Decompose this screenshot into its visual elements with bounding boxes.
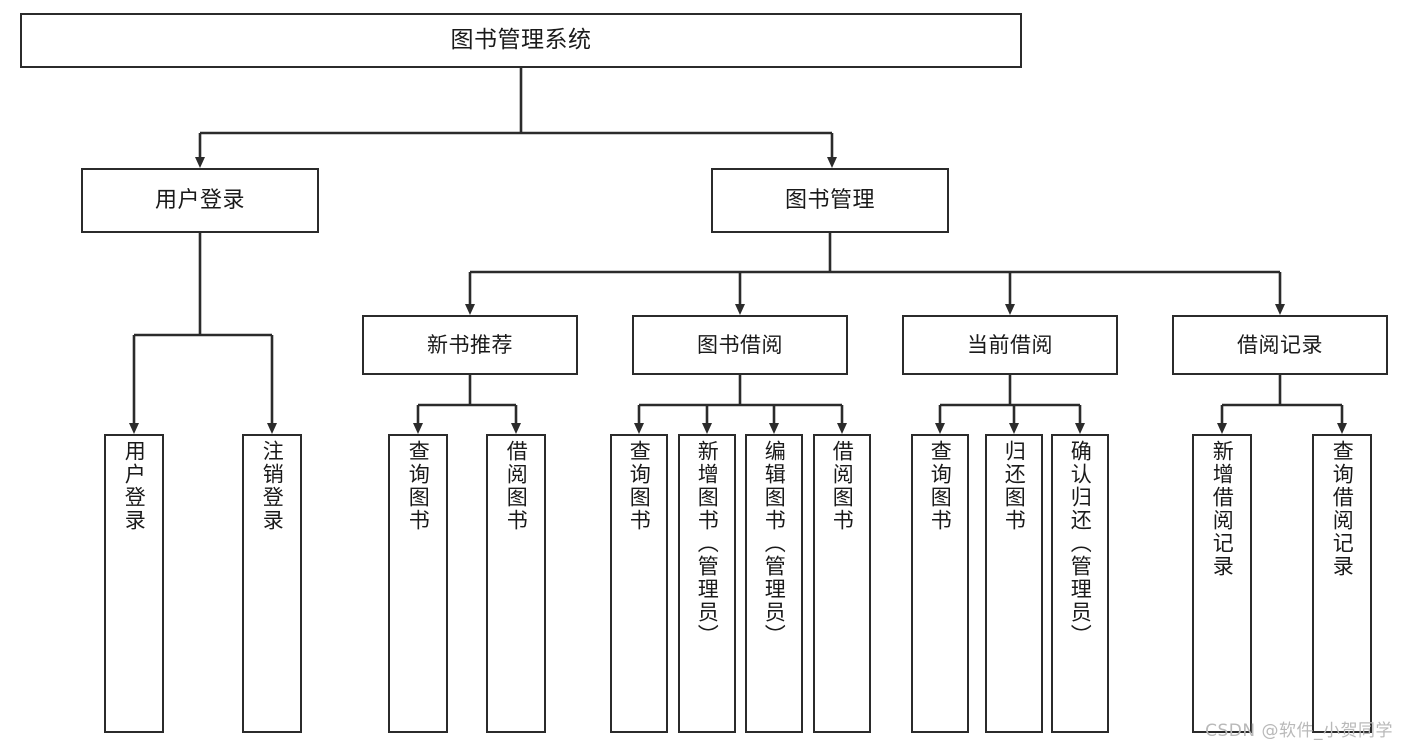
node-borrow-record[interactable]: 借阅记录: [1172, 315, 1388, 375]
leaf-node[interactable]: 借阅图书: [486, 434, 546, 733]
node-book-management[interactable]: 图书管理: [711, 168, 949, 233]
leaf-node-label: 借阅图书: [830, 440, 855, 532]
watermark: CSDN @软件_小贺同学: [1205, 721, 1393, 741]
leaf-node-label: 查询图书: [406, 440, 431, 532]
node-current-borrow[interactable]: 当前借阅: [902, 315, 1118, 375]
node-root-label: 图书管理系统: [450, 26, 592, 53]
node-user-login-label: 用户登录: [154, 187, 245, 213]
node-user-login[interactable]: 用户登录: [81, 168, 319, 233]
leaf-node-label: 借阅图书: [504, 440, 529, 532]
leaf-node[interactable]: 编辑图书（管理员）: [745, 434, 803, 733]
node-borrow-record-label: 借阅记录: [1237, 332, 1323, 357]
node-root[interactable]: 图书管理系统: [20, 13, 1022, 68]
node-new-book-recommend-label: 新书推荐: [427, 332, 513, 357]
leaf-node-label: 查询图书: [627, 440, 652, 532]
leaf-node[interactable]: 借阅图书: [813, 434, 871, 733]
leaf-node[interactable]: 新增借阅记录: [1192, 434, 1252, 733]
leaf-node[interactable]: 新增图书（管理员）: [678, 434, 736, 733]
leaf-node[interactable]: 查询图书: [610, 434, 668, 733]
leaf-node[interactable]: 归还图书: [985, 434, 1043, 733]
node-book-management-label: 图书管理: [784, 187, 875, 213]
leaf-node[interactable]: 查询借阅记录: [1312, 434, 1372, 733]
leaf-node-label: 编辑图书（管理员）: [762, 440, 787, 647]
leaf-node[interactable]: 注销登录: [242, 434, 302, 733]
leaf-node[interactable]: 查询图书: [388, 434, 448, 733]
leaf-node[interactable]: 用户登录: [104, 434, 164, 733]
node-book-borrow-label: 图书借阅: [697, 332, 783, 357]
leaf-node-label: 新增借阅记录: [1210, 440, 1235, 578]
leaf-node-label: 确认归还（管理员）: [1068, 440, 1093, 647]
node-book-borrow[interactable]: 图书借阅: [632, 315, 848, 375]
leaf-node-label: 查询图书: [928, 440, 953, 532]
leaf-node[interactable]: 查询图书: [911, 434, 969, 733]
leaf-node-label: 归还图书: [1002, 440, 1027, 532]
leaf-node[interactable]: 确认归还（管理员）: [1051, 434, 1109, 733]
leaf-node-label: 查询借阅记录: [1330, 440, 1355, 578]
node-new-book-recommend[interactable]: 新书推荐: [362, 315, 578, 375]
leaf-node-label: 用户登录: [122, 440, 147, 532]
leaf-node-label: 注销登录: [260, 440, 285, 532]
node-current-borrow-label: 当前借阅: [967, 332, 1053, 357]
leaf-node-label: 新增图书（管理员）: [695, 440, 720, 647]
